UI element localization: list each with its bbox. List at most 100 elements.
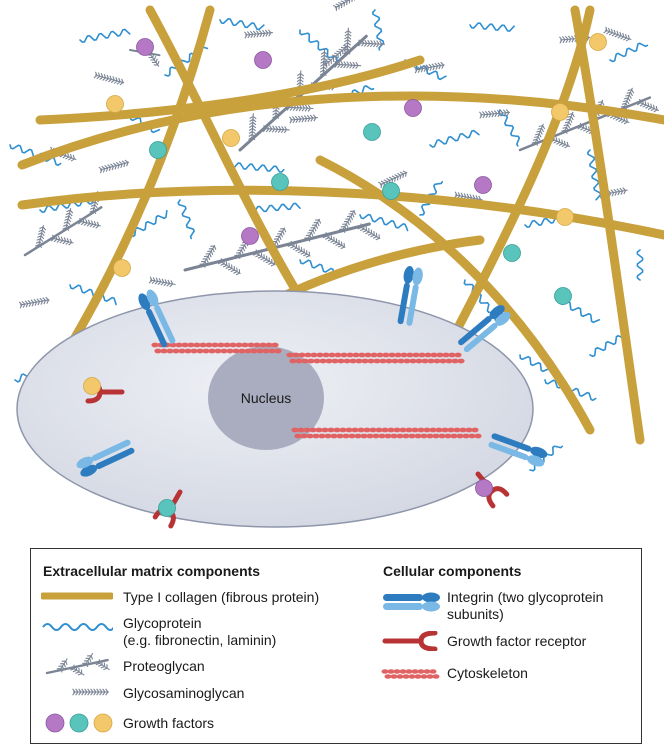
growth-factor-sphere [382,182,400,200]
growth-factor-sphere [254,51,272,69]
glycoprotein-strand [469,22,515,32]
actin-bead [402,674,410,679]
actin-bead [382,352,390,358]
legend-growth-factors-label: Growth factors [123,715,215,731]
collagen-fiber-icon [41,592,113,600]
actin-bead [385,358,393,364]
glycoprotein-strand [371,9,385,51]
growth-factor-sphere [556,208,574,226]
cell: Nucleus [16,290,534,528]
glycoprotein-strand [609,42,649,63]
actin-bead [406,352,414,358]
collagen-fiber [35,55,425,125]
glycoprotein-strand [519,354,552,373]
actin-bead [373,358,381,364]
actin-bead [298,352,306,358]
actin-bead [429,427,437,433]
actin-bead [369,427,377,433]
actin-bead [435,427,443,433]
actin-bead [468,433,476,439]
glycoprotein-strand [299,259,338,277]
actin-bead [184,348,192,354]
legend-glycoprotein-label-1: Glycoprotein [123,615,202,631]
actin-bead [426,674,434,679]
growth-factor-sphere [404,99,422,117]
actin-bead [336,433,344,439]
actin-bead [205,342,213,348]
integrin-beta-stalk [406,284,419,326]
glycoprotein-strand [586,149,602,201]
actin-bead [379,358,387,364]
actin-bead [321,427,329,433]
actin-bead [450,433,458,439]
actin-bead [208,348,216,354]
actin-bead [474,433,482,439]
actin-bead [292,352,300,358]
growth-factor-sphere [551,103,569,121]
actin-bead [390,433,398,439]
glycosaminoglycan-chain [77,217,101,229]
actin-bead [313,358,321,364]
actin-bead [297,427,305,433]
actin-bead [271,342,279,348]
actin-bead [301,358,309,364]
glycosaminoglycan-chain [339,209,357,234]
actin-bead [312,433,320,439]
growth-factor-sphere [554,287,572,305]
actin-bead [457,358,465,364]
proteoglycan-core [183,222,371,272]
collagen-fiber [570,5,645,445]
glycosaminoglycan-chain [378,170,408,189]
actin-bead [409,358,417,364]
growth-factor-sphere [271,173,289,191]
actin-bead [151,342,159,348]
actin-bead [384,674,392,679]
integrin-alpha-stalk [458,316,492,346]
glycosaminoglycan-chain [357,39,385,48]
actin-bead [319,358,327,364]
actin-bead [361,358,369,364]
glycoprotein-wave-icon [42,623,113,631]
glycosaminoglycan-chain [248,113,257,141]
actin-bead [442,352,450,358]
glycosaminoglycan-chain [413,61,445,74]
actin-bead [196,348,204,354]
growth-factor-receptor-icon [382,631,438,651]
actin-bead [346,352,354,358]
actin-bead [438,433,446,439]
glycoprotein-strand [249,202,301,214]
actin-bead [439,358,447,364]
glycoprotein-strand [79,28,131,44]
integrin [138,289,176,348]
actin-bead [268,348,276,354]
actin-bead [447,427,455,433]
proteoglycan-branch-icon [45,652,110,676]
actin-bead [352,352,360,358]
actin-bead [405,427,413,433]
actin-bead [343,358,351,364]
actin-bead [217,342,225,348]
growth-factor-sphere [241,227,259,245]
actin-bead [310,352,318,358]
growth-factor-sphere [589,33,607,51]
integrin-icon [383,592,440,612]
glycosaminoglycan-chain [636,98,660,113]
actin-bead [429,669,437,674]
actin-bead [351,427,359,433]
actin-bead [154,348,162,354]
glycosaminoglycan-chain [148,276,176,288]
glycosaminoglycan-chain [82,652,94,668]
glycoprotein-strand [219,17,265,31]
glycosaminoglycan-chain [35,224,47,248]
actin-bead [420,674,428,679]
actin-bead [381,427,389,433]
actin-bead [253,342,261,348]
actin-bead [451,358,459,364]
actin-bead [181,342,189,348]
glycosaminoglycan-chain [146,51,160,67]
actin-bead [244,348,252,354]
integrin-alpha-head [530,446,548,459]
glycosaminoglycan-chain [478,109,510,119]
glycosaminoglycan-chain [98,159,130,174]
actin-bead [418,352,426,358]
